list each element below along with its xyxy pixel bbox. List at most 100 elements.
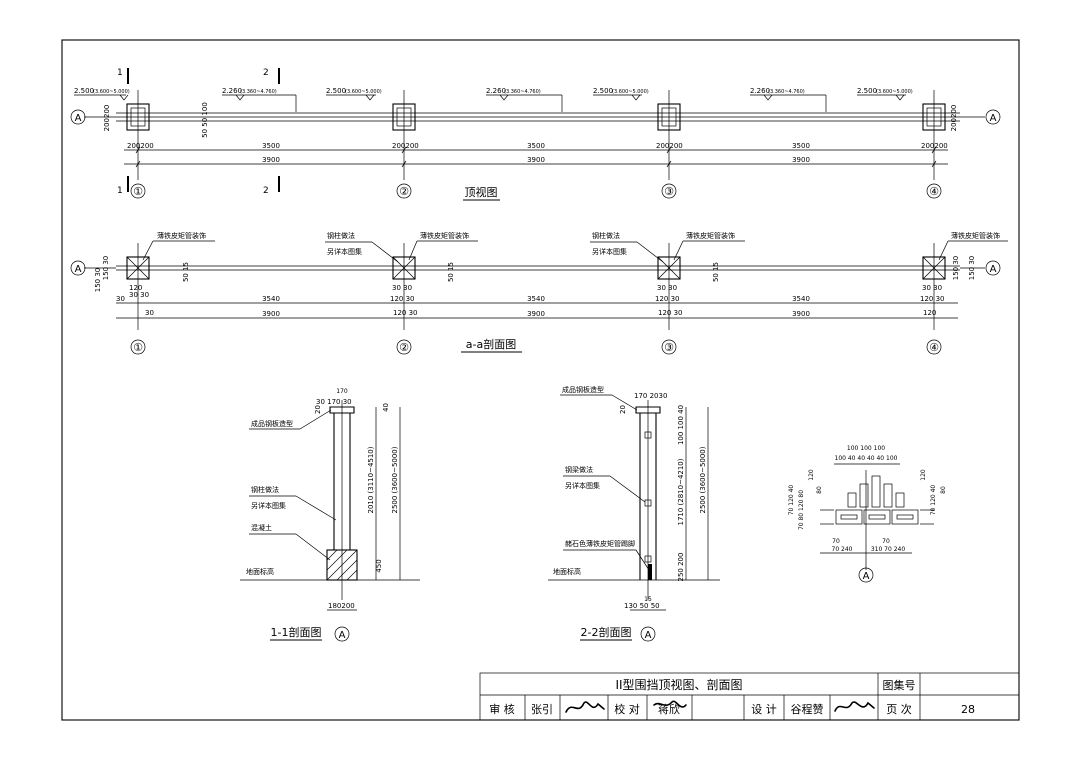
aa-dim-c1: 30 (116, 295, 125, 303)
aa-dim-span1: 3540 (262, 295, 280, 303)
aa-note-trim-3: 薄铁皮矩管装饰 (686, 231, 735, 240)
aa-dim-b4: 120 30 (920, 295, 945, 303)
titleblock-check-label: 校 对 (614, 702, 640, 716)
elev-span-range-1: (3.360~4.760) (240, 89, 277, 95)
s11-note-top: 成品钢板造型 (251, 419, 293, 428)
elev-span-3: 2.260 (750, 87, 770, 95)
detail-dim-right80: 80 (940, 486, 947, 494)
detail-axis-bubble (858, 567, 874, 583)
s22-dim-2500: 2500 (3600~5000) (699, 446, 707, 513)
plan-post-1 (126, 90, 150, 180)
plan-view: A A 2.500 (3.600~5.000) 2.260 (3.360~4.7… (70, 68, 1001, 201)
s22-note-ground: 地面标高 (553, 567, 581, 576)
titleblock-design-label: 设 计 (751, 703, 777, 716)
s22-dim-top: 170 2030 (634, 392, 667, 400)
svg-text:1: 1 (117, 68, 123, 78)
section-22: 170 2030 成品钢板造型 20 钢梁做法 另详本图集 赭石色薄铁皮矩管踢脚… (548, 385, 720, 642)
section-aa: A A 薄铁皮矩管装饰 钢柱做法 另详本图集 薄铁皮矩管装饰 钢柱做法 另详本图… (70, 231, 1008, 355)
aa-dim-b1: 30 30 (129, 291, 149, 299)
aa-note-steel-1b: 另详本图集 (327, 247, 362, 256)
s22-dim-250: 250 200 (677, 553, 685, 582)
svg-text:④: ④ (929, 341, 939, 354)
aa-post-4 (922, 243, 946, 330)
aa-dim-rail-2: 50 15 (447, 262, 455, 282)
aa-dim-c4: 120 (923, 309, 936, 317)
titleblock-title: II型围挡顶视图、剖面图 (615, 677, 742, 692)
s22-note-foot: 赭石色薄铁皮矩管踢脚 (565, 539, 635, 548)
svg-text:③: ③ (664, 185, 674, 198)
aa-dim-total1: 3900 (262, 310, 280, 318)
signature-audit (565, 701, 605, 713)
elev-pole-3: 2.500 (593, 87, 613, 95)
detail-dim-left1: 70 120 40 (788, 485, 795, 516)
elev-pole-2: 2.500 (326, 87, 346, 95)
elev-pole-range-4: (3.600~5.000) (876, 89, 913, 95)
elev-pole-range-2: (3.600~5.000) (345, 89, 382, 95)
s11-title: 1-1剖面图 (271, 625, 322, 639)
s11-dim-20: 20 (314, 405, 322, 414)
plan-dim-post2: 200200 (392, 142, 419, 150)
aa-dim-span3: 3540 (792, 295, 810, 303)
svg-text:④: ④ (929, 185, 939, 198)
s22-title: 2-2剖面图 (581, 625, 632, 639)
svg-text:①: ① (133, 185, 143, 198)
aa-dim-c2: 120 30 (393, 309, 418, 317)
elev-span-1: 2.260 (222, 87, 242, 95)
svg-text:1: 1 (117, 186, 123, 196)
detail-dim-left2: 70 80 120 80 (798, 490, 805, 530)
s11-dim-450: 450 (375, 559, 383, 572)
plan-dim-right: 200200 (950, 105, 958, 132)
aa-axis-label-right: A (990, 264, 997, 275)
aa-note-trim-2: 薄铁皮矩管装饰 (420, 231, 469, 240)
s22-dim-1710: 1710 (2810~4210) (677, 458, 685, 525)
aa-dim-c3: 120 30 (658, 309, 683, 317)
s11-note-steel-1: 钢柱做法 (251, 485, 279, 494)
s22-beam-mid (644, 499, 652, 507)
aa-post-1 (126, 243, 150, 330)
svg-text:2: 2 (263, 68, 269, 78)
s11-dim-170: 170 (336, 388, 348, 395)
s11-dim-bottom: 180200 (328, 602, 355, 610)
s11-dim-40: 40 (382, 403, 390, 412)
s11-dim-2500: 2500 (3600~5000) (391, 446, 399, 513)
plan-dim-post3: 200200 (656, 142, 683, 150)
detail-dim-right120: 120 (920, 469, 927, 481)
s22-dim-100: 100 100 40 (677, 405, 685, 445)
s22-note-beam-1: 钢梁做法 (565, 465, 593, 474)
s22-note-beam-2: 另详本图集 (565, 481, 600, 490)
aa-dim-b3: 120 30 (655, 295, 680, 303)
s11-dim-top: 30 170 30 (316, 398, 352, 406)
titleblock-audit-name: 张引 (531, 702, 553, 716)
aa-dim-total3: 3900 (792, 310, 810, 318)
elev-pole-range-1: (3.600~5.000) (93, 89, 130, 95)
s22-note-top: 成品钢板造型 (562, 385, 604, 394)
plan-dim-span1: 3500 (262, 142, 280, 150)
aa-note-steel-1a: 钢柱做法 (327, 231, 355, 240)
aa-note-trim-4: 薄铁皮矩管装饰 (951, 231, 1000, 240)
titleblock-audit-label: 审 核 (489, 702, 515, 716)
detail-bars (847, 475, 905, 508)
svg-text:①: ① (133, 341, 143, 354)
s22-beam-top (644, 431, 652, 439)
axis-a-bubble-left (70, 109, 86, 125)
s22-dim-20: 20 (619, 405, 627, 414)
aa-title: a-a剖面图 (466, 337, 516, 351)
aa-axis-label-left: A (75, 264, 82, 275)
title-block: II型围挡顶视图、剖面图 图集号 审 核 张引 校 对 蒋欣 设 计 谷程赞 页… (479, 672, 1020, 721)
plan-post-3 (657, 90, 681, 180)
svg-text:2: 2 (263, 186, 269, 196)
aa-dim-right-b: 150 30 (968, 256, 976, 281)
aa-note-steel-2b: 另详本图集 (592, 247, 627, 256)
titleblock-page-number: 28 (961, 703, 975, 716)
plan-post-4 (922, 90, 946, 180)
s22-dim-bottom: 130 50 50 (624, 602, 660, 610)
elev-span-2: 2.260 (486, 87, 506, 95)
detail-dim-left120: 120 (808, 469, 815, 481)
aa-dim-a1: 120 (129, 284, 142, 292)
svg-text:②: ② (399, 185, 409, 198)
aa-dim-a2: 30 30 (392, 284, 412, 292)
elev-pole-4: 2.500 (857, 87, 877, 95)
detail-dim-70a: 70 (832, 538, 840, 545)
plate-pattern-detail: 100 100 100 100 40 40 40 40 100 7 (788, 445, 947, 583)
